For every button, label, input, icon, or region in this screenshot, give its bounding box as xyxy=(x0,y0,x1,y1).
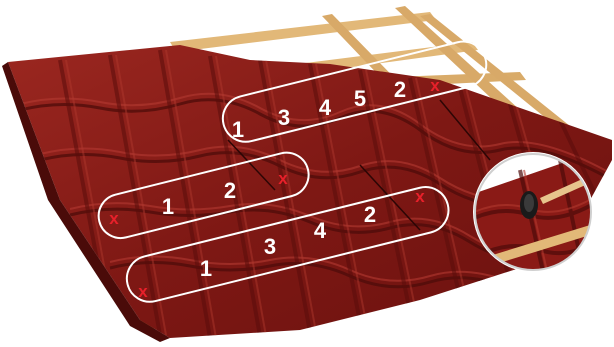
bottom-cross-mark: x xyxy=(138,282,148,301)
top-step-3: 3 xyxy=(278,105,290,130)
batten-1 xyxy=(170,12,436,52)
middle-cross-mark-end: x xyxy=(278,169,288,188)
top-step-5: 5 xyxy=(354,86,366,111)
bottom-step-2: 2 xyxy=(364,202,376,227)
right-sequence: x xyxy=(415,187,425,206)
middle-step-2: 2 xyxy=(224,178,236,203)
top-step-4: 4 xyxy=(319,95,332,120)
middle-step-1: 1 xyxy=(162,194,174,219)
bottom-step-4: 4 xyxy=(314,218,327,243)
top-step-2: 2 xyxy=(394,77,406,102)
middle-cross-mark-start: x xyxy=(109,209,119,228)
bottom-step-3: 3 xyxy=(264,234,276,259)
top-step-1: 1 xyxy=(232,117,244,142)
right-cross-mark: x xyxy=(415,187,425,206)
top-cross-mark: x xyxy=(430,76,440,95)
bottom-step-1: 1 xyxy=(200,256,212,281)
